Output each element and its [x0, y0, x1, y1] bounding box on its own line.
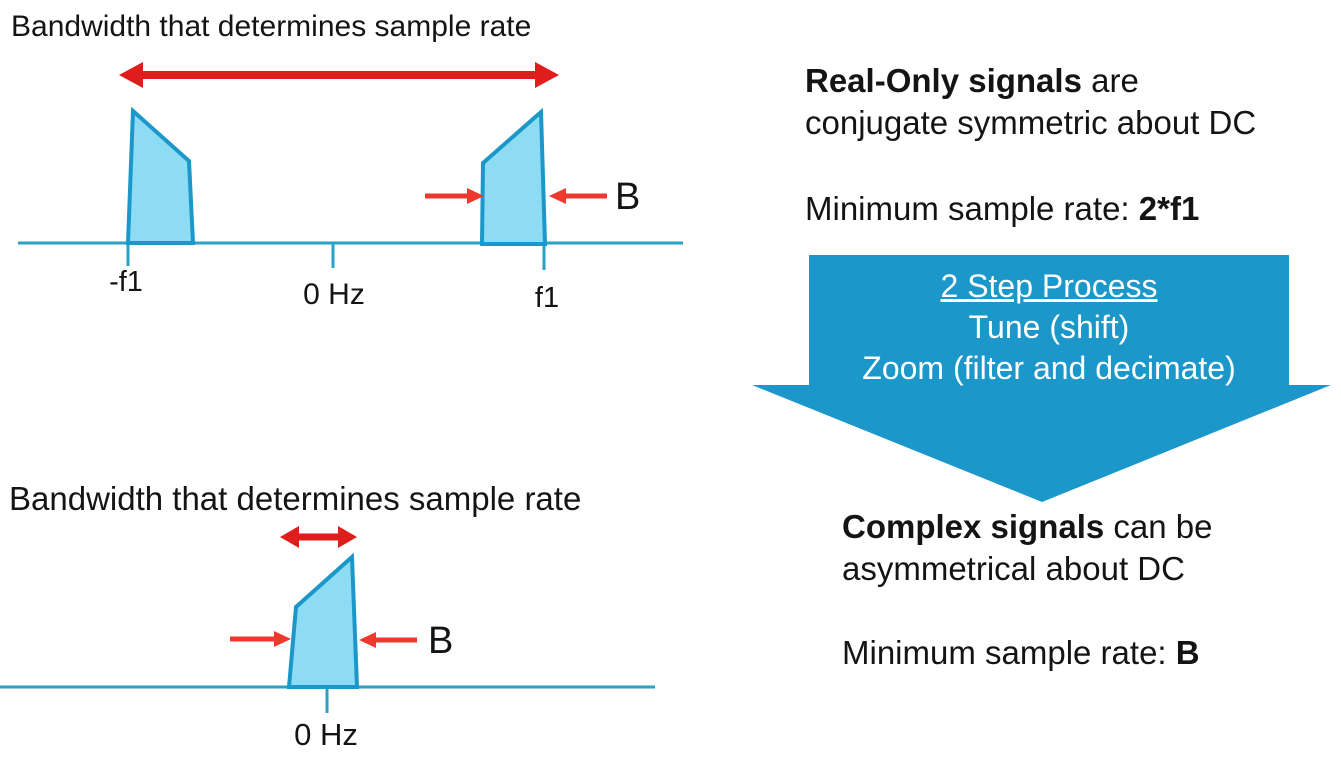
top-diagram-title: Bandwidth that determines sample rate [11, 10, 532, 43]
complex-line2: asymmetrical about DC [842, 550, 1185, 587]
top-bandwidth-b-label: B [615, 176, 641, 218]
real-only-bold: Real-Only signals [805, 62, 1082, 99]
bottom-diagram-title: Bandwidth that determines sample rate [9, 480, 582, 517]
bottom-spectrum-shape [286, 552, 360, 689]
bottom-frequency-axis [0, 685, 655, 713]
real-only-text: Real-Only signals are conjugate symmetri… [805, 60, 1256, 144]
complex-text: Complex signals can be asymmetrical abou… [842, 506, 1213, 590]
top-axis-label-neg-f1: -f1 [109, 266, 143, 298]
top-positive-spectrum-shape [479, 107, 548, 246]
real-min-sample-rate: Minimum sample rate: 2*f1 [805, 188, 1199, 230]
process-down-arrow [752, 255, 1331, 502]
complex-rate-value: B [1175, 634, 1200, 671]
process-step-1: Tune (shift) [968, 309, 1130, 345]
real-rate-prefix: Minimum sample rate: [805, 190, 1139, 227]
complex-rate-prefix: Minimum sample rate: [842, 634, 1176, 671]
bottom-axis-label-zero-hz: 0 Hz [294, 717, 358, 752]
top-axis-label-zero-hz: 0 Hz [303, 278, 365, 311]
bottom-b-pointer-arrows [230, 631, 417, 648]
top-negative-spectrum-shape [125, 106, 196, 245]
top-bandwidth-span-arrow [119, 62, 559, 88]
complex-bold: Complex signals [842, 508, 1105, 545]
real-only-line1: Real-Only signals are [805, 60, 1256, 102]
real-only-rest: are [1081, 62, 1139, 99]
process-step-2: Zoom (filter and decimate) [862, 350, 1236, 386]
complex-line1: Complex signals can be [842, 506, 1213, 548]
process-step-title: 2 Step Process [940, 268, 1158, 304]
top-axis-label-f1: f1 [534, 282, 560, 314]
real-rate-value: 2*f1 [1138, 190, 1200, 227]
process-arrow-text: 2 Step Process Tune (shift) Zoom (filter… [809, 266, 1289, 389]
complex-rest: can be [1104, 508, 1213, 545]
top-b-pointer-arrows [425, 188, 607, 204]
bottom-bandwidth-b-label: B [428, 620, 454, 662]
bottom-bandwidth-span-arrow [280, 526, 357, 548]
real-only-line2: conjugate symmetric about DC [805, 104, 1257, 141]
complex-min-sample-rate: Minimum sample rate: B [842, 632, 1200, 674]
